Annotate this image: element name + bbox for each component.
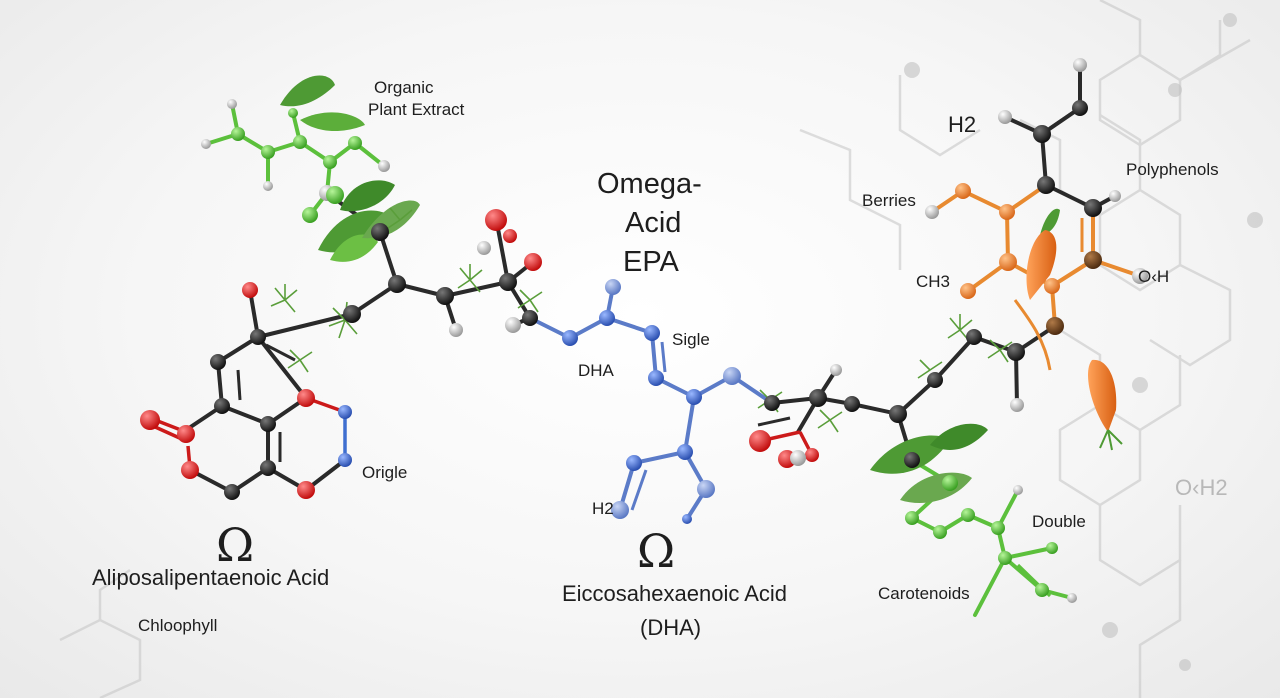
carbon-atoms [210, 100, 1102, 500]
omega-symbol-center: Ω [637, 524, 676, 578]
left-double-bonds [236, 343, 296, 462]
label-aliposalipentaenoic-acid: Aliposalipentaenoic Acid [92, 565, 330, 590]
green-atoms [231, 108, 1058, 597]
label-organic: Organic [374, 78, 434, 97]
label-epa: EPA [623, 246, 679, 278]
nitrogen-atoms [338, 310, 702, 524]
brown-atoms [1046, 251, 1102, 335]
label-eicosahexaenoic-acid: Eiccosahexaenoic Acid [562, 581, 788, 606]
label-ch3: CH3 [916, 272, 951, 291]
omega-symbol-left: Ω [216, 518, 255, 572]
background-structures [59, 0, 1251, 698]
label-oh2-faint: O‹H2 [1175, 475, 1228, 500]
blue-double-bonds [630, 341, 667, 511]
label-acid: Acid [625, 207, 682, 239]
label-double: Double [1032, 512, 1086, 531]
background-atoms [904, 13, 1263, 671]
label-berries: Berries [862, 191, 916, 210]
label-h2-left: H2 [592, 499, 614, 518]
fern-sprigs-left [270, 207, 1013, 433]
label-polyphenols: Polyphenols [1126, 160, 1219, 179]
oxygen-atoms [140, 209, 819, 499]
blue-chain-bonds [528, 285, 774, 521]
blue-light-atoms [605, 279, 741, 519]
label-dha-paren: (DHA) [640, 615, 702, 640]
label-h2-right: H2 [948, 112, 977, 137]
hydrogen-atoms [201, 58, 1148, 603]
label-carotenoids: Carotenoids [878, 584, 970, 603]
label-oh: O‹H [1138, 267, 1170, 286]
label-dha-small: DHA [578, 361, 614, 380]
orange-atoms [955, 183, 1060, 299]
label-sigle: Sigle [672, 330, 710, 349]
label-origle: Origle [362, 463, 408, 482]
label-omega: Omega- [597, 168, 702, 200]
carrot-icons [1013, 230, 1123, 451]
label-chlorophyll: Chloophyll [138, 616, 218, 635]
label-plant-extract: Plant Extract [368, 100, 465, 119]
